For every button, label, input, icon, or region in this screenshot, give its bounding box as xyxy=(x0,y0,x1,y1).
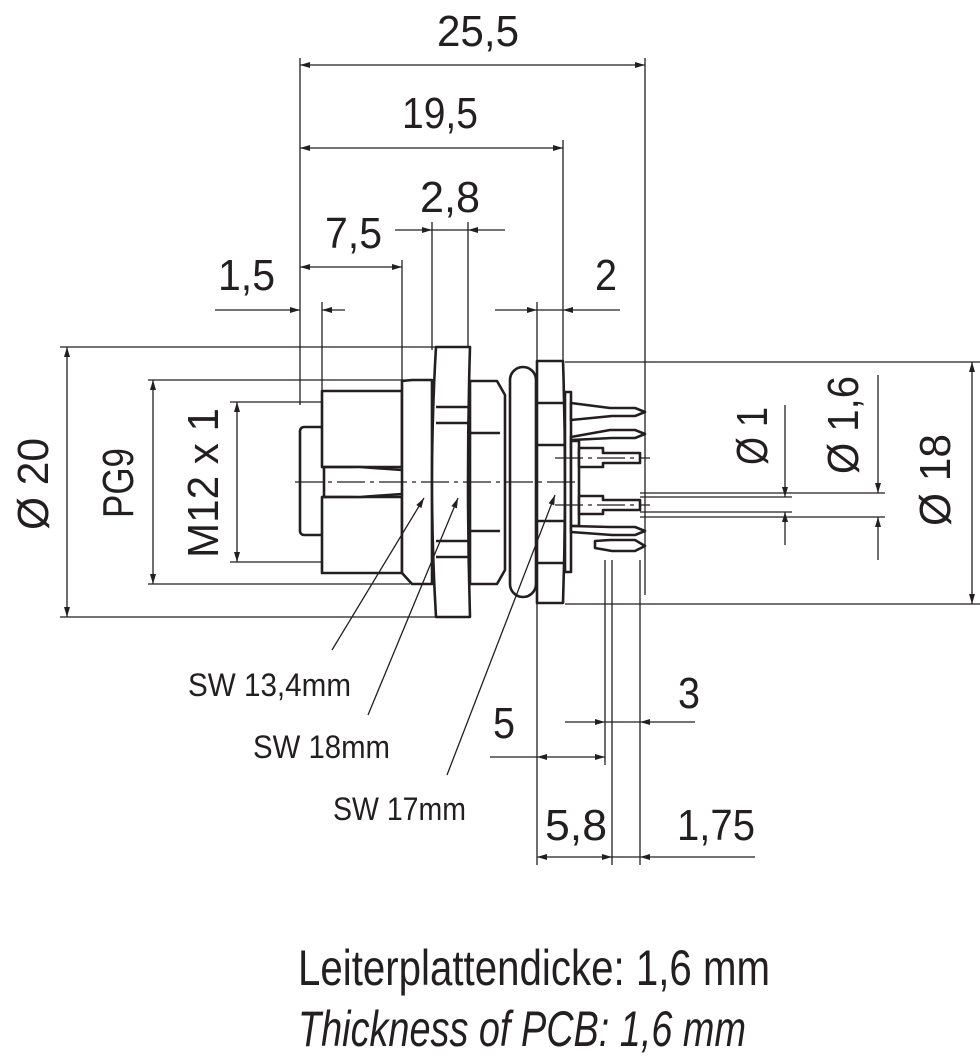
dim-cap-length: 1,5 xyxy=(218,251,275,300)
pcb-thickness-note-en: Thickness of PCB: 1,6 mm xyxy=(298,1001,746,1057)
dim-nut-width: 2,8 xyxy=(420,173,480,222)
dim-overall-length: 25,5 xyxy=(437,7,519,56)
dim-flange-width: 2 xyxy=(595,251,617,300)
dim-outer-diameter: Ø 20 xyxy=(9,438,58,530)
pcb-pins xyxy=(569,401,647,553)
dim-pin-diameter: Ø 1 xyxy=(728,407,777,465)
extension-lines xyxy=(60,58,980,865)
dim-pin-length: 5,8 xyxy=(545,801,607,850)
center-lines xyxy=(295,457,650,506)
wrench-size-label: SW 17mm xyxy=(333,791,466,827)
dim-pin-offset-3: 3 xyxy=(678,669,700,718)
wrench-size-label: SW 13,4mm xyxy=(188,667,351,703)
dim-pin-offset-1-75: 1,75 xyxy=(677,801,755,850)
dim-pin-pitch-diameter: Ø 1,6 xyxy=(819,376,868,474)
dim-body-length: 7,5 xyxy=(325,209,382,258)
dim-length-to-flange: 19,5 xyxy=(402,89,478,138)
dimension-labels: 25,5 19,5 2,8 7,5 1,5 2 3 5 5,8 1,75 Ø 2… xyxy=(9,7,960,850)
dim-pin-offset-5: 5 xyxy=(493,699,515,748)
dimension-lines xyxy=(64,62,975,860)
pcb-thickness-note-de: Leiterplattendicke: 1,6 mm xyxy=(298,940,770,996)
wrench-leaders xyxy=(331,494,556,776)
wrench-size-labels: SW 13,4mm SW 18mm SW 17mm xyxy=(188,667,466,827)
wrench-size-label: SW 18mm xyxy=(253,729,390,765)
dim-flange-diameter: Ø 18 xyxy=(911,434,960,526)
dim-thread-metric: M12 x 1 xyxy=(179,408,228,558)
dim-thread-pg: PG9 xyxy=(94,448,143,518)
